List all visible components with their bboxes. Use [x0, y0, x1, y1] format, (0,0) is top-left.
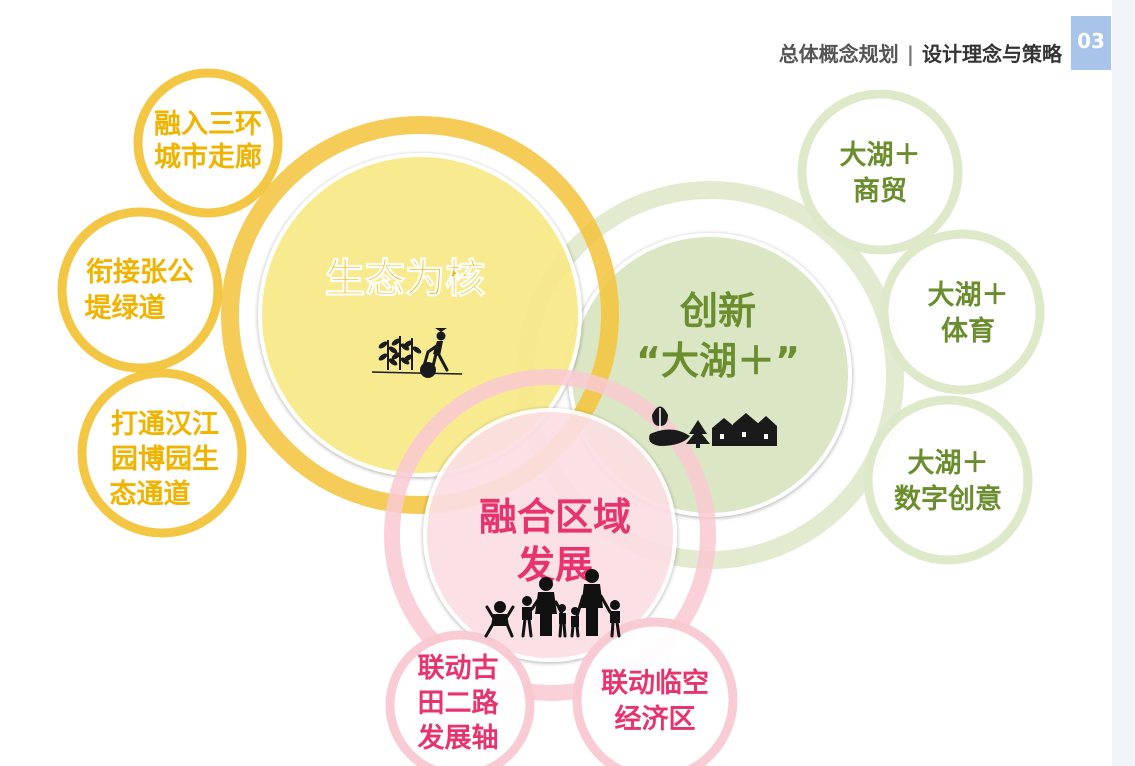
core-pink-line2: 发展 [517, 543, 593, 587]
gardener-planting-icon [371, 328, 463, 378]
core-green-line1: 创新 [680, 289, 756, 333]
pink-bubble-2: 联动临空 经济区 [572, 617, 738, 766]
pink-cluster [384, 369, 716, 701]
pink-bubble-2-line1: 联动临空 [601, 667, 709, 699]
yellow-cluster [221, 116, 619, 514]
green-bubble-2-line2: 体育 [941, 315, 995, 347]
yellow-bubble-2: 衔接张公 堤绿道 [57, 207, 223, 373]
yellow-bubble-3-line3: 态通道 [110, 478, 191, 510]
header-subtitle: 设计理念与策略 [922, 42, 1062, 66]
lake-forest-village-icon [649, 406, 777, 448]
green-bubble-3: 大湖＋ 数字创意 [863, 395, 1033, 565]
header-separator: | [906, 42, 914, 66]
pink-core-circle [423, 408, 677, 662]
green-bubble-1-line2: 商贸 [853, 176, 907, 207]
header-section: 总体概念规划 [778, 42, 899, 66]
pink-bubble-1-line3: 发展轴 [417, 722, 499, 754]
core-yellow-title: 生态为核 [325, 256, 485, 302]
pink-outer-ring [384, 369, 716, 701]
pink-bubble-2-line2: 经济区 [615, 703, 696, 735]
yellow-bubble-3-line2: 园博园生 [111, 443, 219, 475]
yellow-outer-ring [221, 116, 619, 514]
yellow-bubble-3: 打通汉江 园博园生 态通道 [77, 368, 247, 538]
green-bubble-2-line1: 大湖＋ [928, 280, 1009, 311]
yellow-bubble-2-line2: 堤绿道 [85, 292, 166, 324]
yellow-bubble-2-line1: 衔接张公 [86, 257, 194, 288]
yellow-bubble-1-line1: 融入三环 [154, 109, 262, 140]
green-bubble-1-line1: 大湖＋ [840, 140, 921, 171]
green-bubble-2: 大湖＋ 体育 [879, 229, 1045, 395]
page-header: 总体概念规划 | 设计理念与策略 [700, 38, 1062, 67]
yellow-bubble-1-line2: 城市走廊 [154, 141, 262, 173]
pink-bubble-1: 联动古 田二路 发展轴 [385, 630, 535, 766]
edge-strip [1112, 0, 1135, 766]
green-bubble-3-line2: 数字创意 [894, 483, 1002, 515]
green-bubble-1: 大湖＋ 商贸 [797, 89, 963, 255]
core-pink-line1: 融合区域 [479, 495, 631, 539]
family-icon [484, 569, 621, 638]
pink-bubble-1-line1: 联动古 [418, 653, 499, 684]
yellow-bubble-1: 融入三环 城市走廊 [133, 68, 283, 218]
green-bubble-3-line1: 大湖＋ [908, 448, 989, 479]
core-green-line2: “大湖＋” [636, 339, 800, 383]
yellow-core-circle [258, 153, 582, 477]
pink-bubble-1-line2: 田二路 [418, 687, 500, 719]
page-number-tab: 03 [1071, 16, 1111, 70]
yellow-bubble-3-line1: 打通汉江 [111, 409, 219, 440]
